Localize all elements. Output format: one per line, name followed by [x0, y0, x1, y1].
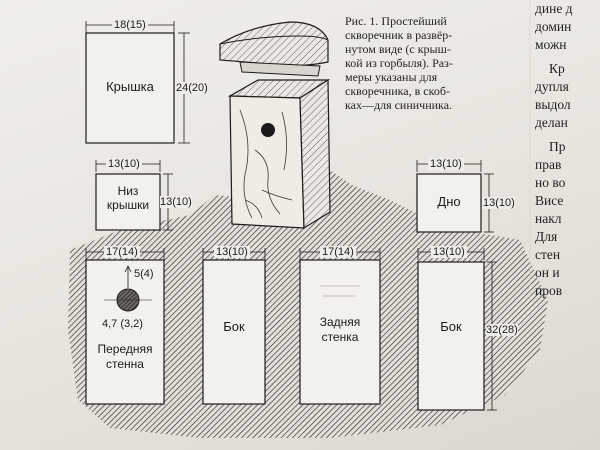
- body-line: прав: [535, 157, 562, 172]
- lid-bottom-width-dim: 13(10): [106, 158, 142, 170]
- front-width-dim: 17(14): [104, 246, 140, 258]
- side-left-width-dim: 13(10): [214, 246, 250, 258]
- back-label-line1: Задняя: [319, 315, 361, 329]
- lid-width-dim: 18(15): [112, 19, 148, 31]
- bottom-label: Дно: [437, 194, 461, 209]
- caption-line: нутом виде (с крыш-: [345, 42, 451, 56]
- front-label-line2: стенна: [106, 357, 144, 371]
- lid-panel: [85, 32, 175, 144]
- box-front: [229, 95, 305, 229]
- caption-line: ках—для синичника.: [345, 98, 453, 112]
- lid-bottom-label-line2: крышки: [106, 198, 150, 212]
- body-line: можн: [535, 37, 567, 52]
- figure-caption: Рис. 1. Простейший скворечник в развёр- …: [345, 14, 525, 112]
- side-right-panel: [417, 261, 485, 411]
- body-line: домин: [535, 19, 572, 34]
- side-right-width-dim: 13(10): [431, 246, 467, 258]
- body-line: Пр: [549, 139, 566, 154]
- body-line: Кр: [549, 61, 565, 76]
- roof-underside: [239, 61, 321, 77]
- body-line: выдол: [535, 97, 571, 112]
- back-width-dim: 17(14): [320, 246, 356, 258]
- body-line: дине д: [535, 1, 573, 16]
- body-line: Висе: [535, 193, 564, 208]
- body-line: он и: [535, 265, 560, 280]
- caption-line: кой из горбыля). Раз-: [345, 56, 453, 70]
- body-line: накл: [535, 211, 562, 226]
- caption-line: скворечник в развёр-: [345, 28, 453, 42]
- body-line: делан: [535, 115, 568, 130]
- bottom-panel: [416, 173, 482, 233]
- body-line: дупля: [535, 79, 569, 94]
- caption-line: меры указаны для: [345, 70, 438, 84]
- side-left-panel: [202, 259, 266, 405]
- body-text-column: дине д домин можн Кр дупля выдол делан П…: [535, 0, 600, 300]
- hole-diameter-dim: 4,7 (3,2): [102, 318, 143, 330]
- lid-height-dim: 24(20): [176, 82, 208, 94]
- lid-label: Крышка: [106, 79, 154, 94]
- body-line: Для: [535, 229, 558, 244]
- body-line: стен: [535, 247, 561, 262]
- front-panel: [85, 259, 165, 405]
- side-left-label: Бок: [223, 319, 245, 334]
- lid-bottom-label-line1: Низ: [117, 184, 139, 198]
- body-line: пров: [535, 283, 563, 298]
- bottom-height-dim: 13(10): [483, 197, 515, 209]
- front-label-line1: Передняя: [97, 342, 153, 356]
- entrance-hole-3d: [261, 123, 275, 137]
- back-panel: [299, 259, 381, 405]
- box-side: [299, 78, 331, 230]
- side-right-label: Бок: [440, 319, 462, 334]
- caption-line: скворечника, в скоб-: [345, 84, 450, 98]
- body-line: но во: [535, 175, 566, 190]
- roof-slab: [219, 21, 329, 67]
- caption-line: Рис. 1. Простейший: [345, 14, 447, 28]
- lid-bottom-height-dim: 13(10): [160, 196, 192, 208]
- bottom-width-dim: 13(10): [428, 158, 464, 170]
- hole-offset-dim: 5(4): [134, 268, 154, 280]
- side-right-height-dim: 32(28): [486, 324, 518, 336]
- back-label-line2: стенка: [321, 330, 359, 344]
